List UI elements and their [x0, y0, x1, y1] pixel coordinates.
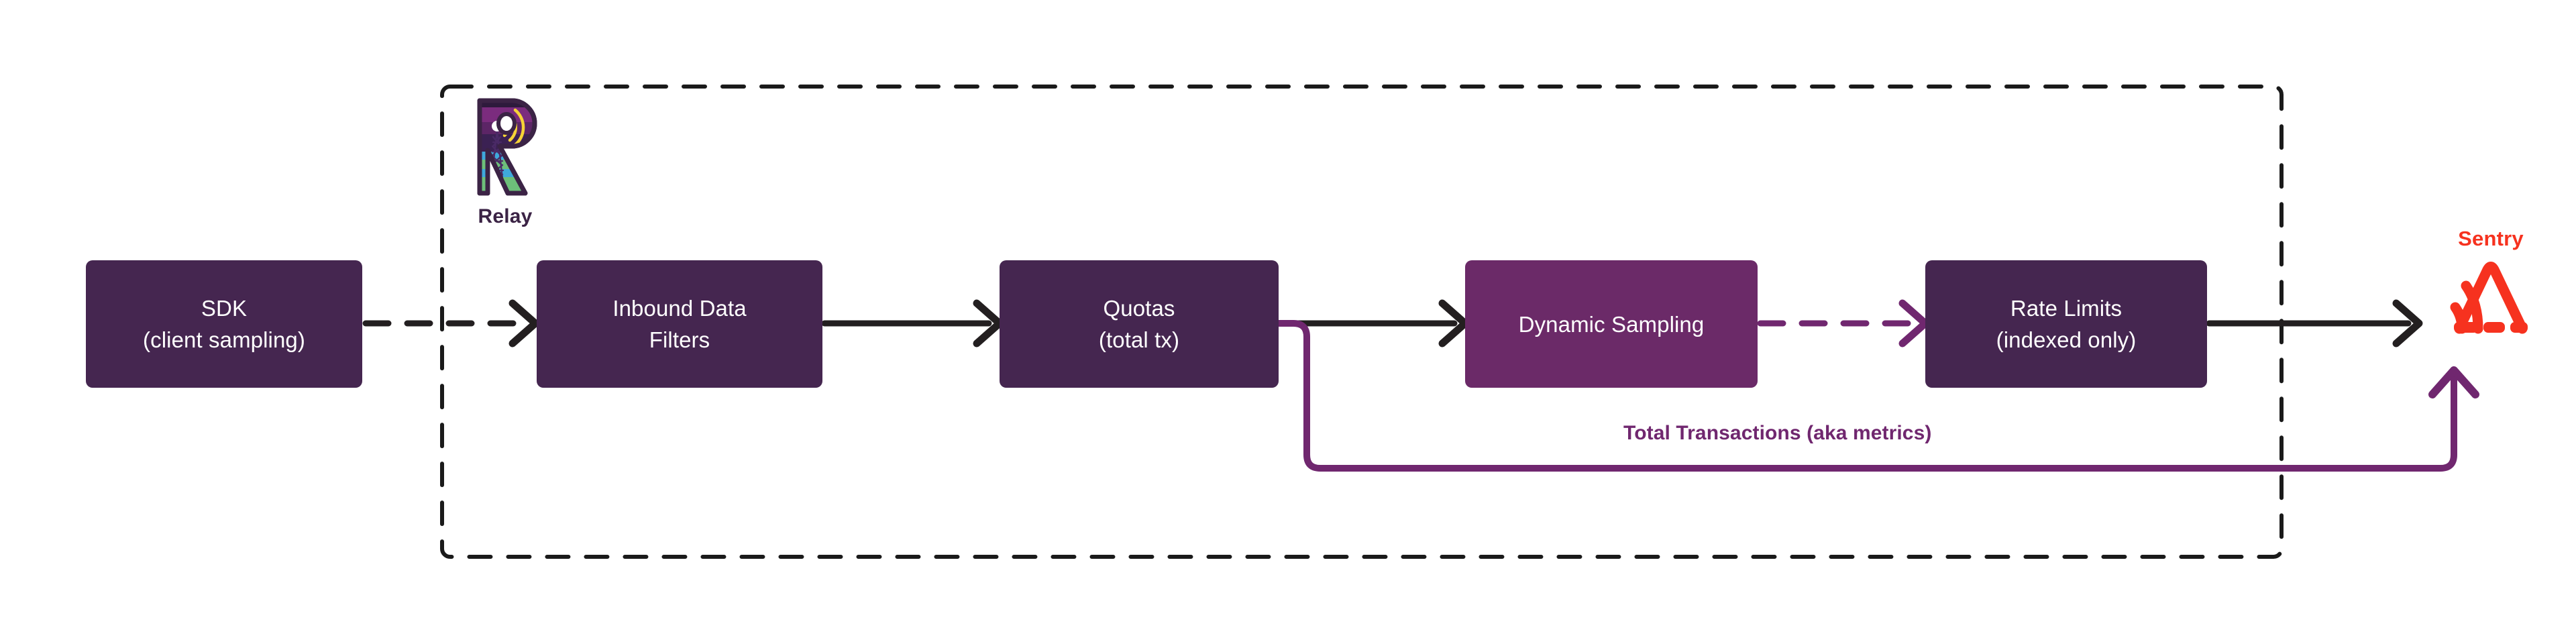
edge-sdk-to-inbound	[362, 299, 539, 347]
sentry-logo-icon	[2450, 262, 2528, 334]
node-rate-limits[interactable]: Rate Limits (indexed only)	[1925, 260, 2207, 388]
node-ratelimits-line1: Rate Limits	[2010, 296, 2123, 321]
sentry-group: Sentry	[2414, 227, 2568, 338]
node-quotas-line2: (total tx)	[1098, 327, 1180, 352]
metrics-edge-label: Total Transactions (aka metrics)	[1623, 422, 1932, 444]
node-dynamic-line1: Dynamic Sampling	[1518, 311, 1705, 337]
edge-ratelimits-to-sentry	[2206, 299, 2423, 347]
edge-dynamic-to-ratelimits	[1757, 299, 1929, 347]
relay-logo-icon	[477, 98, 537, 196]
node-sdk[interactable]: SDK (client sampling)	[86, 260, 362, 388]
node-ratelimits-line2: (indexed only)	[1996, 327, 2137, 352]
node-inbound-line2: Filters	[649, 327, 710, 352]
node-sdk-line2: (client sampling)	[143, 327, 305, 352]
node-inbound-data-filters[interactable]: Inbound Data Filters	[537, 260, 822, 388]
edge-inbound-to-quotas	[821, 299, 1004, 347]
relay-group: Relay	[462, 95, 549, 228]
edge-quotas-to-sentry-metrics	[1275, 320, 2479, 472]
node-quotas-line1: Quotas	[1103, 296, 1175, 321]
node-sdk-line1: SDK	[201, 296, 248, 321]
sentry-label: Sentry	[2458, 227, 2524, 250]
node-inbound-line1: Inbound Data	[612, 296, 747, 321]
node-quotas[interactable]: Quotas (total tx)	[1000, 260, 1279, 388]
relay-label: Relay	[478, 205, 533, 227]
node-dynamic-sampling[interactable]: Dynamic Sampling	[1465, 260, 1758, 388]
